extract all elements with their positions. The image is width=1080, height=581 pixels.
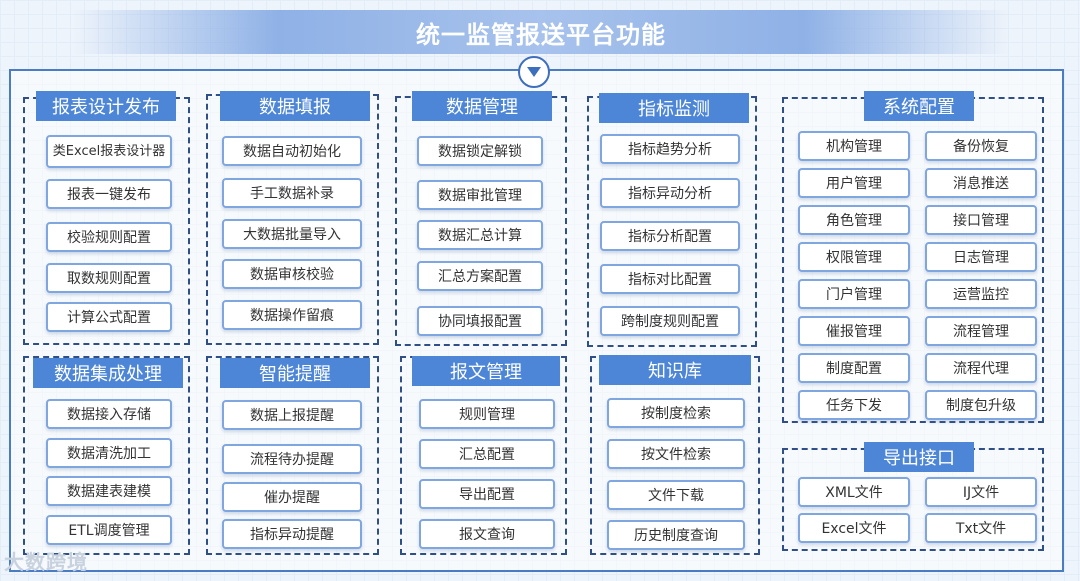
feature-item[interactable]: 历史制度查询	[607, 520, 745, 550]
feature-item[interactable]: 取数规则配置	[46, 263, 172, 293]
feature-item[interactable]: 数据审核校验	[222, 259, 362, 289]
group-knowledge-base: 知识库 按制度检索 按文件检索 文件下载 历史制度查询	[590, 355, 760, 555]
group-title: 数据集成处理	[33, 358, 183, 388]
feature-item[interactable]: 指标异动分析	[600, 178, 740, 208]
feature-item[interactable]: 文件下载	[607, 480, 745, 510]
group-title: 智能提醒	[220, 358, 370, 388]
feature-item[interactable]: 备份恢复	[925, 131, 1037, 161]
feature-item[interactable]: 报文查询	[419, 519, 555, 549]
page-title: 统一监管报送平台功能	[416, 20, 666, 49]
feature-item[interactable]: 计算公式配置	[46, 302, 172, 332]
feature-item[interactable]: Excel文件	[798, 513, 910, 543]
feature-item[interactable]: 按文件检索	[607, 439, 745, 469]
group-message-management: 报文管理 规则管理 汇总配置 导出配置 报文查询	[400, 356, 567, 555]
feature-item[interactable]: 指标分析配置	[600, 221, 740, 251]
feature-item[interactable]: Txt文件	[925, 513, 1037, 543]
feature-item[interactable]: 汇总配置	[419, 439, 555, 469]
feature-item[interactable]: 指标异动提醒	[222, 519, 362, 549]
feature-item[interactable]: 数据接入存储	[46, 399, 172, 429]
feature-item[interactable]: 数据审批管理	[417, 180, 543, 210]
group-data-management: 数据管理 数据锁定解锁 数据审批管理 数据汇总计算 汇总方案配置 协同填报配置	[395, 91, 567, 346]
feature-item[interactable]: 催报管理	[798, 316, 910, 346]
feature-item[interactable]: 权限管理	[798, 242, 910, 272]
feature-item[interactable]: 大数据批量导入	[222, 219, 362, 249]
feature-item[interactable]: 按制度检索	[607, 398, 745, 428]
feature-item[interactable]: 校验规则配置	[46, 222, 172, 252]
group-title: 指标监测	[599, 93, 749, 123]
feature-item[interactable]: 制度配置	[798, 353, 910, 383]
group-system-config: 系统配置 机构管理 备份恢复 用户管理 消息推送 角色管理 接口管理 权限管理 …	[782, 91, 1044, 423]
feature-item[interactable]: 导出配置	[419, 479, 555, 509]
feature-item[interactable]: 催办提醒	[222, 482, 362, 512]
feature-item[interactable]: 数据清洗加工	[46, 438, 172, 468]
feature-item[interactable]: 类Excel报表设计器	[46, 135, 172, 168]
feature-item[interactable]: 任务下发	[798, 390, 910, 420]
feature-item[interactable]: 流程管理	[925, 316, 1037, 346]
group-title: 数据管理	[412, 91, 552, 121]
feature-item[interactable]: 报表一键发布	[46, 179, 172, 209]
group-title: 数据填报	[220, 91, 370, 121]
feature-item[interactable]: 数据汇总计算	[417, 220, 543, 250]
feature-item[interactable]: 门户管理	[798, 279, 910, 309]
group-title: 导出接口	[864, 442, 974, 472]
feature-item[interactable]: 流程代理	[925, 353, 1037, 383]
feature-item[interactable]: XML文件	[798, 477, 910, 507]
feature-item[interactable]: 流程待办提醒	[222, 444, 362, 474]
group-data-entry: 数据填报 数据自动初始化 手工数据补录 大数据批量导入 数据审核校验 数据操作留…	[206, 91, 379, 345]
feature-item[interactable]: 日志管理	[925, 242, 1037, 272]
feature-item[interactable]: 协同填报配置	[417, 306, 543, 336]
group-title: 系统配置	[864, 91, 974, 121]
group-smart-reminder: 智能提醒 数据上报提醒 流程待办提醒 催办提醒 指标异动提醒	[206, 356, 379, 555]
group-title: 知识库	[599, 355, 751, 385]
feature-item[interactable]: 消息推送	[925, 168, 1037, 198]
feature-item[interactable]: 指标对比配置	[600, 264, 740, 294]
group-export-interface: 导出接口 XML文件 IJ文件 Excel文件 Txt文件	[782, 442, 1044, 551]
feature-item[interactable]: 用户管理	[798, 168, 910, 198]
group-report-design: 报表设计发布 类Excel报表设计器 报表一键发布 校验规则配置 取数规则配置 …	[23, 91, 190, 345]
group-title: 报表设计发布	[36, 91, 176, 121]
feature-item[interactable]: 数据建表建模	[46, 476, 172, 506]
feature-item[interactable]: 数据自动初始化	[222, 136, 362, 166]
feature-item[interactable]: 手工数据补录	[222, 178, 362, 208]
watermark: 大数跨境	[4, 550, 88, 574]
down-arrow-icon	[518, 56, 550, 88]
group-indicator-monitoring: 指标监测 指标趋势分析 指标异动分析 指标分析配置 指标对比配置 跨制度规则配置	[587, 93, 757, 347]
feature-item[interactable]: ETL调度管理	[46, 515, 172, 545]
group-title: 报文管理	[412, 356, 560, 386]
feature-item[interactable]: 运营监控	[925, 279, 1037, 309]
title-banner: 统一监管报送平台功能	[72, 10, 1010, 54]
feature-item[interactable]: 汇总方案配置	[417, 261, 543, 291]
feature-item[interactable]: 机构管理	[798, 131, 910, 161]
feature-item[interactable]: 跨制度规则配置	[600, 306, 740, 336]
feature-item[interactable]: 规则管理	[419, 399, 555, 429]
feature-item[interactable]: IJ文件	[925, 477, 1037, 507]
feature-item[interactable]: 制度包升级	[925, 390, 1037, 420]
feature-item[interactable]: 角色管理	[798, 205, 910, 235]
feature-item[interactable]: 数据锁定解锁	[417, 136, 543, 166]
feature-item[interactable]: 指标趋势分析	[600, 134, 740, 164]
group-data-integration: 数据集成处理 数据接入存储 数据清洗加工 数据建表建模 ETL调度管理	[23, 356, 190, 555]
feature-item[interactable]: 数据操作留痕	[222, 300, 362, 330]
feature-item[interactable]: 数据上报提醒	[222, 400, 362, 430]
feature-item[interactable]: 接口管理	[925, 205, 1037, 235]
